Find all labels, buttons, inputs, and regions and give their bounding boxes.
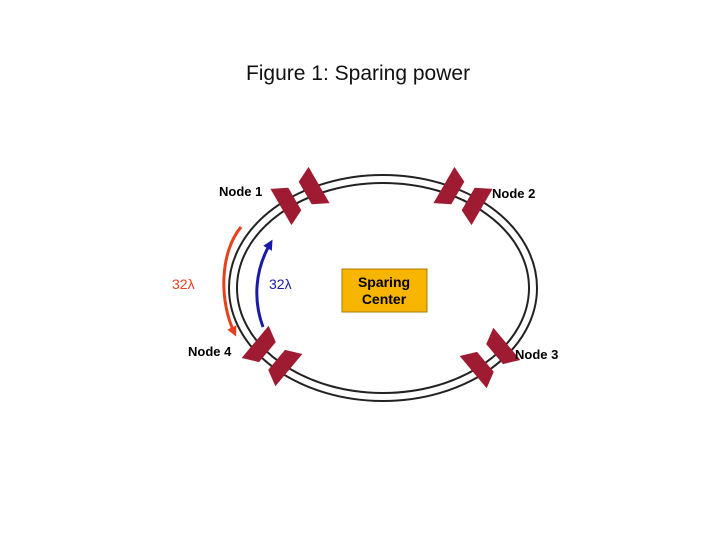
- sparing-center-box: [341, 268, 428, 313]
- ring-outer: [228, 174, 538, 402]
- ring-inner: [236, 182, 530, 394]
- node-2-label: Node 2: [492, 186, 535, 201]
- node-3-shape: [459, 327, 521, 389]
- node-1-marker: [270, 166, 330, 226]
- fiber-ring: [228, 174, 538, 402]
- sparing-center-line1: Sparing: [358, 274, 410, 290]
- figure-title: Figure 1: Sparing power: [246, 62, 470, 85]
- outer-arrow-label: 32λ: [172, 276, 195, 292]
- sparing-center: Sparing Center: [341, 268, 428, 313]
- inner-arrow-label: 32λ: [269, 276, 292, 292]
- node-3-marker: [459, 327, 521, 389]
- node-3-label: Node 3: [515, 347, 558, 362]
- node-4-shape: [241, 325, 303, 387]
- inner-arrow: [255, 239, 273, 328]
- node-2-shape: [433, 166, 493, 226]
- node-2-marker: [433, 166, 493, 226]
- node-1-label: Node 1: [219, 184, 262, 199]
- sparing-center-line2: Center: [362, 291, 407, 307]
- node-1-shape: [270, 166, 330, 226]
- node-4-marker: [241, 325, 303, 387]
- outer-arrow: [222, 226, 243, 337]
- node-4-label: Node 4: [188, 344, 232, 359]
